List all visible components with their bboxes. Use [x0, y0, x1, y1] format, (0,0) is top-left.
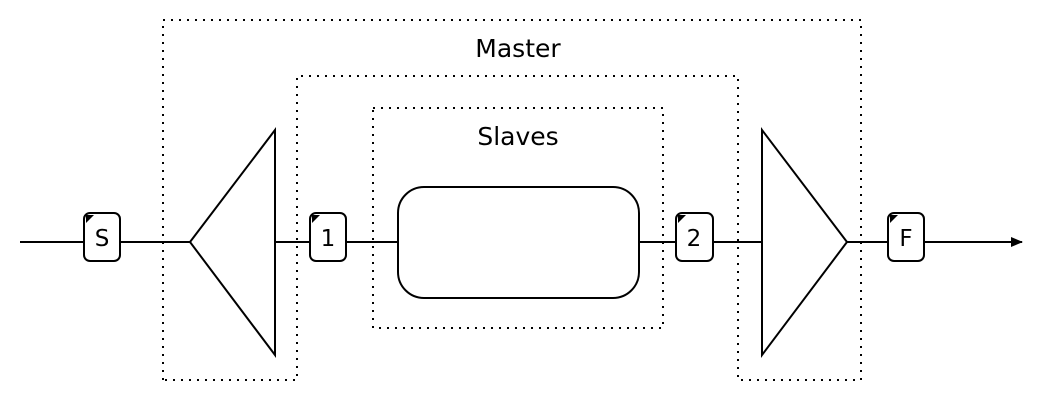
token-s-label: S [95, 226, 110, 252]
token-1-label: 1 [321, 226, 336, 252]
merger-triangle [761, 127, 849, 358]
splitter-triangle [188, 127, 276, 358]
document-corner-icon [678, 215, 686, 223]
document-corner-icon [86, 215, 94, 223]
token-2-label: 2 [687, 226, 702, 252]
token-2: 2 [675, 212, 714, 262]
token-f: F [887, 212, 925, 262]
slaves-label: Slaves [477, 122, 558, 151]
slaves-boundary [372, 107, 664, 329]
token-f-label: F [899, 226, 912, 252]
token-1: 1 [309, 212, 347, 262]
token-s: S [83, 212, 121, 262]
master-boundary [162, 19, 862, 381]
document-corner-icon [312, 215, 320, 223]
master-label: Master [475, 34, 561, 63]
worker-box [397, 186, 640, 299]
document-corner-icon [890, 215, 898, 223]
